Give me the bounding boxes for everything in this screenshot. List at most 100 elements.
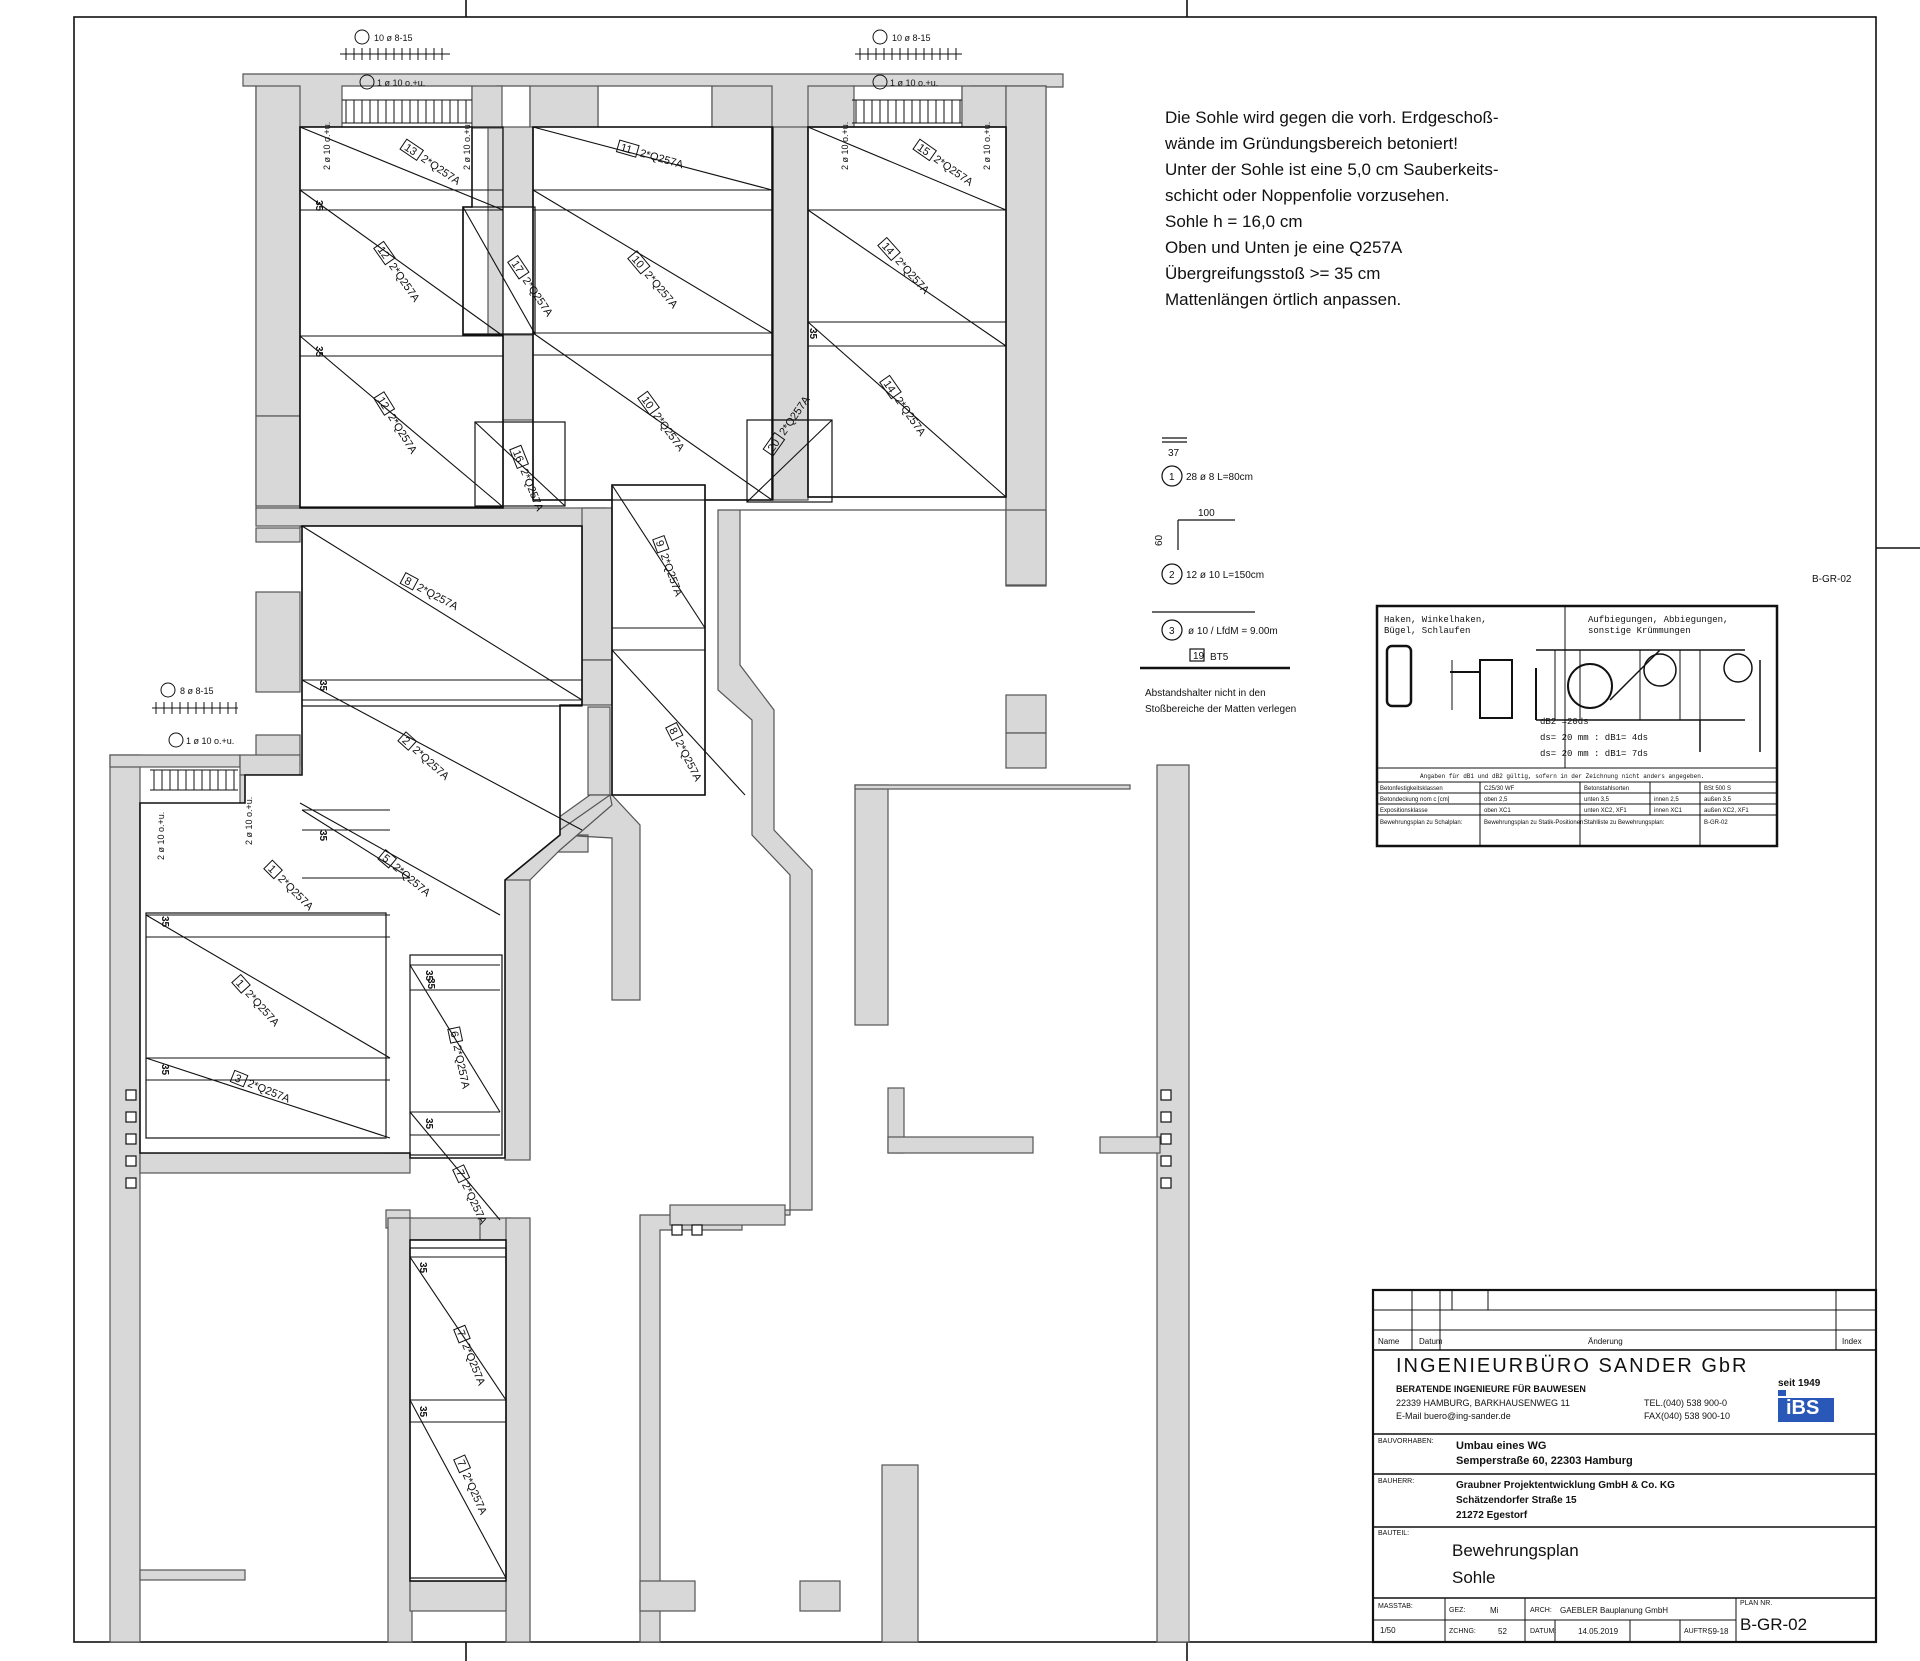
mat-number-box	[912, 138, 937, 162]
tb-head-index: Index	[1842, 1337, 1862, 1346]
mat-diagonals	[145, 126, 1007, 1579]
legend-text: 37 1 28 ø 8 L=80cm 100 60 2 12 ø 10 L=15…	[1145, 448, 1852, 715]
detail-table-cell: C25/30 WF	[1484, 786, 1515, 792]
side-bar-label-4: 2 ø 10 o.+u.	[982, 122, 992, 170]
overlap-mark: 35	[159, 1064, 170, 1076]
mat-number-box	[762, 432, 786, 457]
mat-number-box	[447, 1026, 464, 1044]
tb-arch-label: ARCH:	[1530, 1607, 1552, 1614]
detail-box	[1375, 604, 1779, 848]
detail-formula-2: ds= 20 mm : dB1= 4ds	[1540, 733, 1648, 743]
tb-arch: GAEBLER Bauplanung GmbH	[1560, 1606, 1669, 1615]
overlap-mark: 35	[159, 916, 170, 928]
side-bar-label-3: 2 ø 10 o.+u.	[840, 122, 850, 170]
overlap-mark: 35	[423, 1118, 434, 1130]
mat-number: 16	[510, 448, 526, 464]
tb-project-2: Semperstraße 60, 22303 Hamburg	[1456, 1455, 1633, 1467]
legend-mat-num: 19	[1193, 651, 1205, 662]
legend-bar1-dim: 37	[1168, 448, 1180, 459]
bar-callout-bottom-2: 1 ø 10 o.+u.	[890, 78, 938, 88]
legend-bar2-top: 100	[1198, 508, 1215, 519]
legend-spacer-note-1: Abstandshalter nicht in den	[1145, 688, 1266, 699]
note-line: Unter der Sohle ist eine 5,0 cm Sauberke…	[1165, 160, 1499, 179]
tb-project-label: BAUVORHABEN:	[1378, 1438, 1434, 1445]
tb-sheetno: 52	[1498, 1627, 1507, 1636]
detail-footnote: Angaben für dB1 und dB2 gültig, sofern i…	[1420, 773, 1704, 780]
mat-number: 12	[375, 244, 392, 261]
mat-number-box	[397, 731, 418, 751]
note-line: Die Sohle wird gegen die vorh. Erdgescho…	[1165, 108, 1499, 127]
mat-number-box	[453, 1454, 472, 1474]
tb-address: 22339 HAMBURG, BARKHAUSENWEG 11	[1396, 1398, 1570, 1408]
mat-number-box	[399, 138, 425, 161]
tb-email: E-Mail buero@ing-sander.de	[1396, 1411, 1511, 1421]
tb-project-1: Umbau eines WG	[1456, 1440, 1547, 1452]
mat-number-box	[373, 391, 396, 416]
detail-formula-3: ds= 20 mm : dB1= 7ds	[1540, 749, 1648, 759]
detail-table-cell: Expositionsklasse	[1380, 808, 1428, 814]
mat-number-box	[627, 250, 651, 275]
tb-client-3: 21272 Egestorf	[1456, 1510, 1528, 1521]
mat-number: 12	[375, 395, 392, 412]
bar-callout-top-2: 10 ø 8-15	[892, 33, 931, 43]
mat-number: 15	[915, 142, 932, 159]
mat-number-box	[879, 374, 902, 400]
tb-head-date: Datum	[1419, 1337, 1443, 1346]
mat-number: 8	[402, 575, 413, 588]
tb-date: 14.05.2019	[1578, 1627, 1619, 1636]
detail-table-cell: innen 2,5	[1654, 797, 1679, 803]
tb-company: INGENIEURBÜRO SANDER GbR	[1396, 1355, 1749, 1377]
note-line: Sohle h = 16,0 cm	[1165, 212, 1303, 231]
overlap-mark: 35	[417, 1262, 428, 1274]
mat-number-box	[877, 236, 901, 262]
mat-number: 9	[653, 539, 666, 549]
mat-number: 13	[402, 142, 419, 159]
tb-drawn: Mi	[1490, 1606, 1499, 1615]
mat-number-box	[665, 721, 684, 742]
title-block-frame	[1371, 1288, 1878, 1644]
legend-bar1-text: 28 ø 8 L=80cm	[1186, 472, 1253, 483]
tb-part-2: Sohle	[1452, 1568, 1496, 1587]
sheet-id-right: B-GR-02	[1812, 574, 1852, 585]
tb-drawn-label: GEZ:	[1449, 1607, 1466, 1614]
note-line: Übergreifungsstoß >= 35 cm	[1165, 264, 1381, 283]
mat-number-box	[377, 848, 398, 869]
tb-tel: TEL.(040) 538 900-0	[1644, 1398, 1728, 1408]
tb-head-name: Name	[1378, 1337, 1400, 1346]
tb-logo: iBS	[1786, 1397, 1820, 1419]
detail-table-cell: Betonstahlsorten	[1584, 786, 1629, 792]
overlap-mark: 35	[313, 200, 324, 212]
tb-sheetno-label: ZCHNG:	[1449, 1628, 1476, 1635]
note-line: Mattenlängen örtlich anpassen.	[1165, 290, 1402, 309]
legend-shapes	[1140, 437, 1290, 670]
tb-since: seit 1949	[1778, 1378, 1821, 1389]
bar-callouts: 10 ø 8-15 1 ø 10 o.+u. 10 ø 8-15 1 ø 10 …	[156, 33, 992, 860]
detail-table-cell: unten 3,5	[1584, 797, 1610, 803]
mat-number-box	[229, 1069, 249, 1088]
mat-number-box	[231, 973, 251, 994]
detail-box-text: Haken, Winkelhaken, Bügel, Schlaufen Auf…	[1384, 615, 1728, 780]
detail-right-title-1: Aufbiegungen, Abbiegungen,	[1588, 615, 1728, 625]
sheet-frame	[73, 0, 1920, 1661]
legend-bar1-num: 1	[1169, 472, 1175, 483]
tb-fax: FAX(040) 538 900-10	[1644, 1411, 1731, 1421]
legend-bar3-num: 3	[1169, 626, 1175, 637]
legend-mat-text: BT5	[1210, 652, 1229, 663]
mat-number-box	[637, 390, 660, 416]
tb-plan-label: PLAN NR.	[1740, 1600, 1773, 1607]
mat-number-box	[652, 534, 670, 554]
mat-number-box	[452, 1164, 471, 1184]
mat-number: 8	[666, 726, 679, 737]
wall-openings	[125, 1089, 1172, 1236]
mat-number: 6	[447, 1030, 460, 1038]
detail-right-title-2: sonstige Krümmungen	[1588, 626, 1691, 636]
mat-number: 7	[453, 1168, 466, 1179]
construction-notes: Die Sohle wird gegen die vorh. Erdgescho…	[1165, 105, 1499, 313]
mat-number-box	[373, 240, 396, 266]
bar-callout-top-1: 10 ø 8-15	[374, 33, 413, 43]
mat-number-box	[509, 444, 530, 470]
tb-scale: 1/50	[1380, 1626, 1396, 1635]
overlap-mark: 35	[425, 978, 436, 990]
detail-table-cell: Bewehrungsplan zu Schalplan:	[1380, 820, 1463, 826]
